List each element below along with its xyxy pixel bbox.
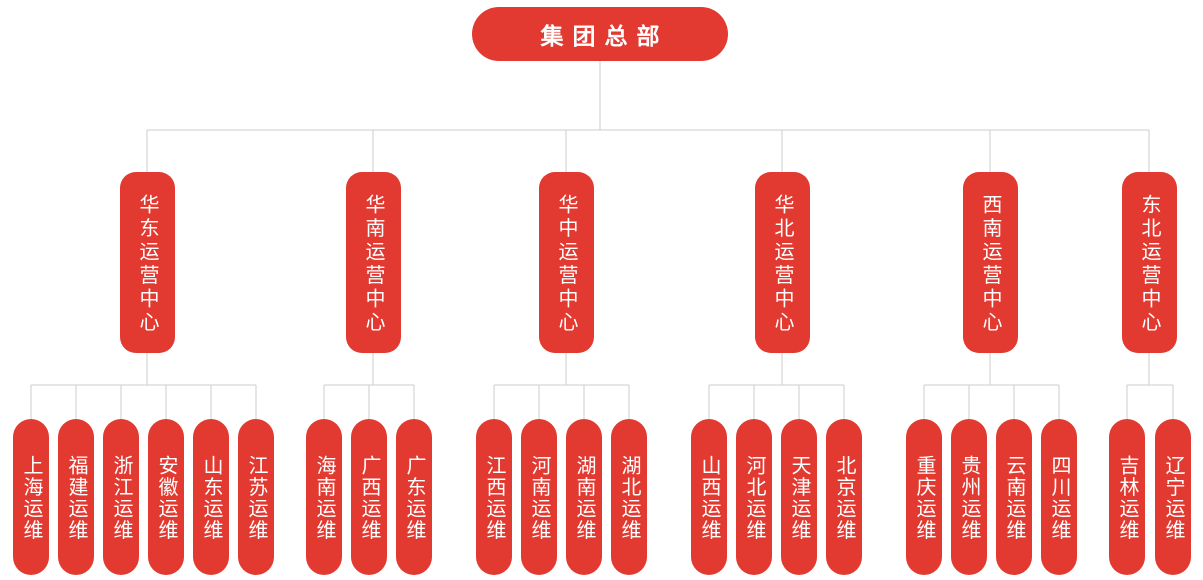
node-anhui-ops[interactable]: 安徽运维: [148, 419, 184, 575]
node-guangdong-ops[interactable]: 广东运维: [396, 419, 432, 575]
node-zhejiang-ops[interactable]: 浙江运维: [103, 419, 139, 575]
node-label: 上海运维: [20, 454, 42, 541]
node-label: 湖北运维: [618, 454, 640, 541]
node-henan-ops[interactable]: 河南运维: [521, 419, 557, 575]
node-label: 东北运营中心: [1138, 193, 1160, 335]
node-label: 河北运维: [743, 454, 765, 541]
node-label: 海南运维: [313, 454, 335, 541]
node-shanghai-ops[interactable]: 上海运维: [13, 419, 49, 575]
node-east-china-center[interactable]: 华东运营中心: [119, 172, 175, 353]
node-chongqing-ops[interactable]: 重庆运维: [906, 419, 942, 575]
node-label: 安徽运维: [155, 454, 177, 541]
node-label: 辽宁运维: [1162, 454, 1184, 541]
node-southwest-center[interactable]: 西南运营中心: [962, 172, 1018, 353]
node-group-headquarters[interactable]: 集团总部: [472, 7, 728, 61]
node-fujian-ops[interactable]: 福建运维: [58, 419, 94, 575]
node-label: 云南运维: [1003, 454, 1025, 541]
node-liaoning-ops[interactable]: 辽宁运维: [1155, 419, 1191, 575]
node-label: 天津运维: [788, 454, 810, 541]
node-label: 湖南运维: [573, 454, 595, 541]
node-jiangxi-ops[interactable]: 江西运维: [476, 419, 512, 575]
node-label: 吉林运维: [1116, 454, 1138, 541]
node-label: 四川运维: [1048, 454, 1070, 541]
node-hubei-ops[interactable]: 湖北运维: [611, 419, 647, 575]
node-label: 福建运维: [65, 454, 87, 541]
node-tianjin-ops[interactable]: 天津运维: [781, 419, 817, 575]
node-label: 江西运维: [483, 454, 505, 541]
node-label: 广东运维: [403, 454, 425, 541]
node-yunnan-ops[interactable]: 云南运维: [996, 419, 1032, 575]
node-label: 西南运营中心: [979, 193, 1001, 335]
node-sichuan-ops[interactable]: 四川运维: [1041, 419, 1077, 575]
node-label: 华中运营中心: [555, 193, 577, 335]
node-label: 重庆运维: [913, 454, 935, 541]
node-jilin-ops[interactable]: 吉林运维: [1109, 419, 1145, 575]
node-shandong-ops[interactable]: 山东运维: [193, 419, 229, 575]
node-label: 华东运营中心: [136, 193, 158, 335]
node-label: 华北运营中心: [771, 193, 793, 335]
node-label: 河南运维: [528, 454, 550, 541]
node-label: 浙江运维: [110, 454, 132, 541]
node-beijing-ops[interactable]: 北京运维: [826, 419, 862, 575]
node-label: 山西运维: [698, 454, 720, 541]
node-label: 广西运维: [358, 454, 380, 541]
node-label: 集团总部: [540, 23, 669, 49]
node-guizhou-ops[interactable]: 贵州运维: [951, 419, 987, 575]
node-central-china-center[interactable]: 华中运营中心: [538, 172, 594, 353]
node-label: 山东运维: [200, 454, 222, 541]
node-hunan-ops[interactable]: 湖南运维: [566, 419, 602, 575]
node-hainan-ops[interactable]: 海南运维: [306, 419, 342, 575]
node-label: 贵州运维: [958, 454, 980, 541]
node-shanxi-ops[interactable]: 山西运维: [691, 419, 727, 575]
node-label: 北京运维: [833, 454, 855, 541]
node-northeast-center[interactable]: 东北运营中心: [1121, 172, 1177, 353]
node-hebei-ops[interactable]: 河北运维: [736, 419, 772, 575]
node-south-china-center[interactable]: 华南运营中心: [345, 172, 401, 353]
node-label: 江苏运维: [245, 454, 267, 541]
node-north-china-center[interactable]: 华北运营中心: [754, 172, 810, 353]
node-label: 华南运营中心: [362, 193, 384, 335]
node-guangxi-ops[interactable]: 广西运维: [351, 419, 387, 575]
node-jiangsu-ops[interactable]: 江苏运维: [238, 419, 274, 575]
